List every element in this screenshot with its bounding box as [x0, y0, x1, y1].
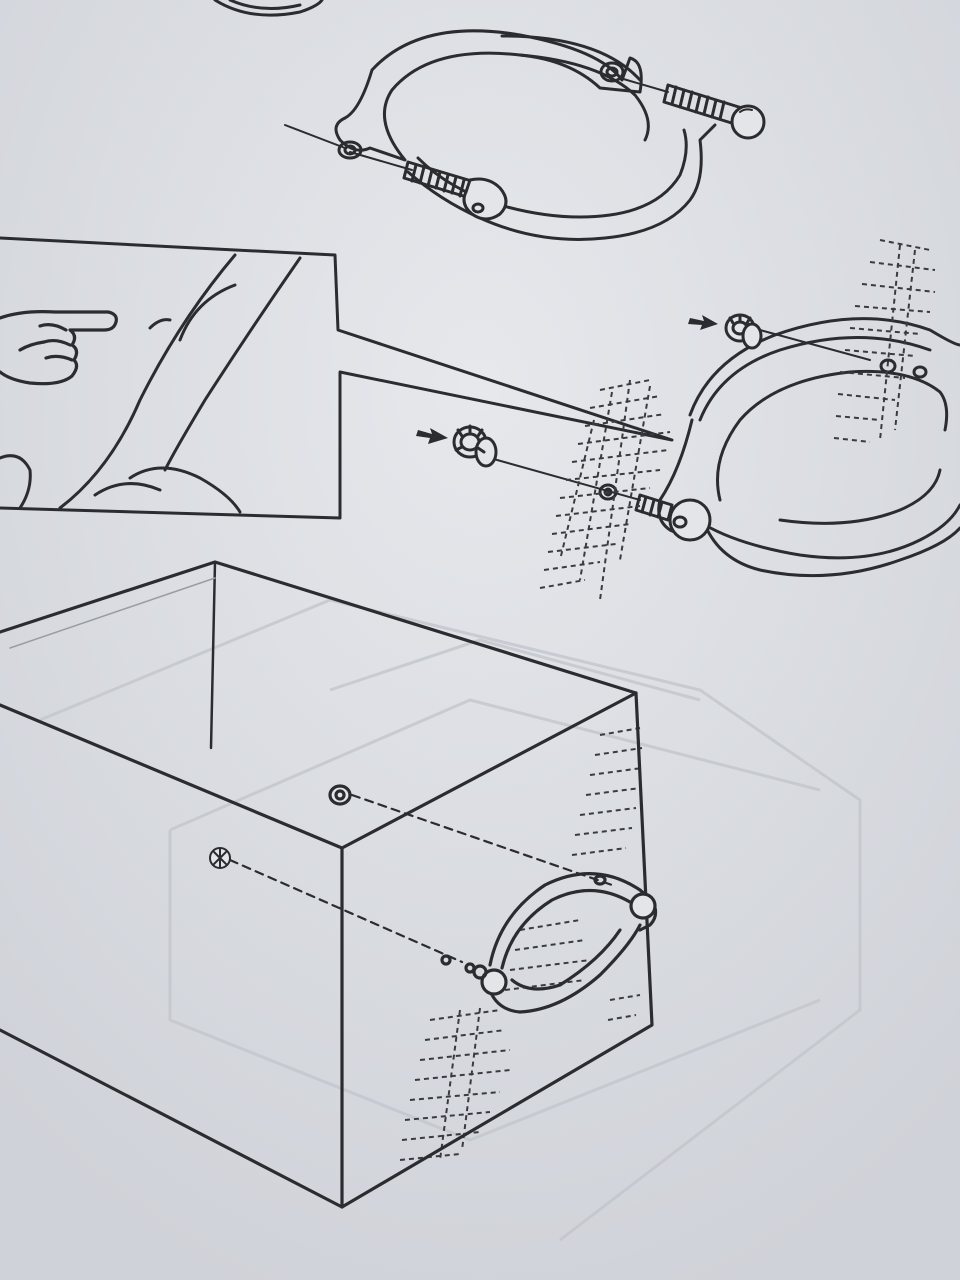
handle-with-bolts: [489, 317, 960, 578]
box-assembly: [0, 560, 658, 1209]
cap-nut-icon-right: [724, 313, 763, 350]
handle-exploded-view: [284, 29, 766, 241]
insert-arrow-icon-right: [688, 315, 718, 330]
pointing-hand-icon: [0, 310, 118, 386]
cross-hatch-texture: [399, 239, 936, 1161]
print-through-ghost: [39, 598, 862, 1242]
box-side-handle: [464, 872, 658, 1014]
cap-nut-icon-left: [452, 424, 498, 468]
box-cap-nut-loose: [209, 847, 231, 869]
insert-arrow-icon-left: [416, 428, 448, 444]
partial-ring-top: [213, 0, 324, 17]
detail-callout: [0, 236, 674, 520]
box-cap-nut-top: [328, 784, 352, 806]
bolt-threaded-right: [662, 83, 766, 140]
bolt-threaded-left: [349, 151, 508, 221]
